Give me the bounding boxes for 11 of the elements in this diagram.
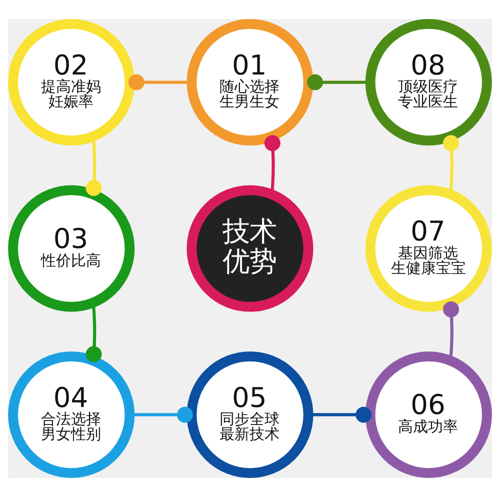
node-circle: 03 性价比高 [8, 184, 135, 312]
node-circle: 02 提高准妈妊娠率 [8, 18, 135, 146]
node-circle: 04 合法选择男女性别 [8, 350, 135, 478]
node-circle: 01 随心选择生男生女 [186, 18, 314, 146]
node-circle: 技术优势 [186, 184, 314, 312]
connector [128, 74, 192, 90]
connector [308, 406, 372, 422]
node-circle: 08 顶级医疗专业医生 [365, 18, 492, 146]
node-circle: 05 同步全球最新技术 [186, 350, 314, 478]
node-circle: 06 高成功率 [365, 350, 492, 478]
node-circle: 07 基因筛选生健康宝宝 [365, 184, 492, 312]
